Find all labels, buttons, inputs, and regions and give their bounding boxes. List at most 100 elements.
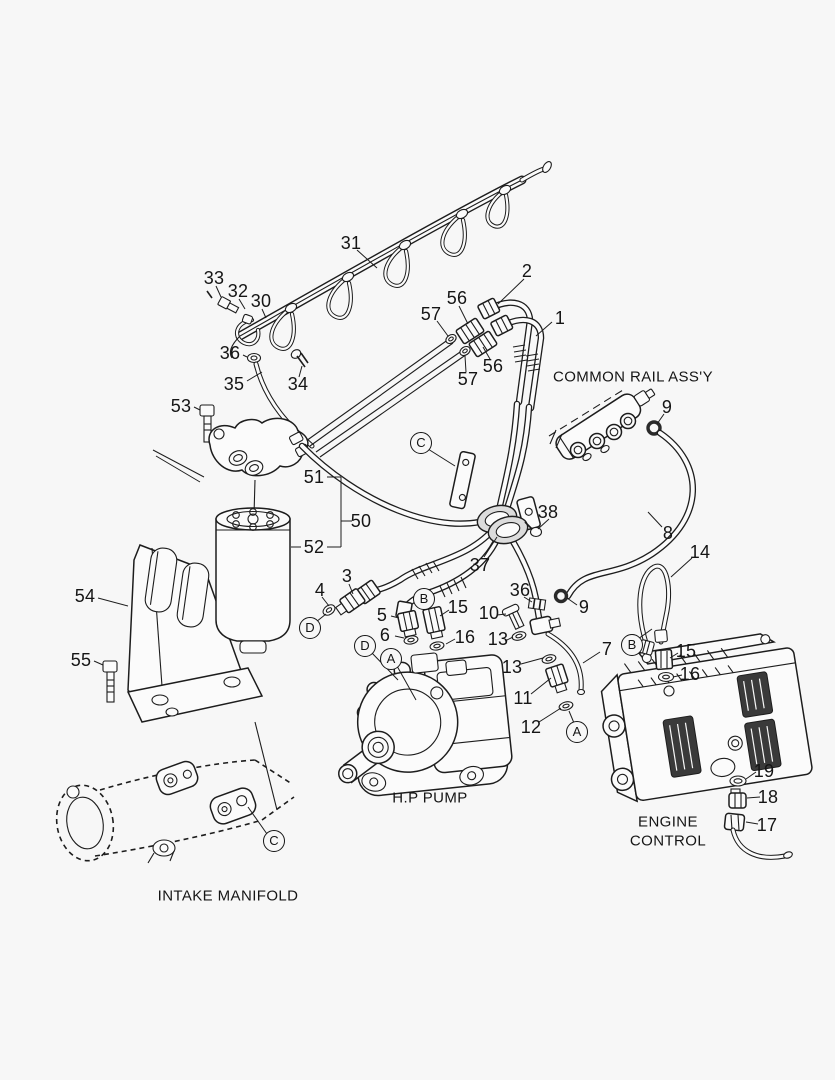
manifold-pad-1 (155, 760, 199, 796)
washer-13a (511, 631, 527, 641)
section-label-control: CONTROL (629, 832, 707, 850)
part-label-13: 13 (501, 657, 523, 677)
rail-ports (569, 412, 637, 462)
hp-pump (338, 652, 513, 797)
engine-control-unit (600, 633, 813, 803)
ref-circle-b: B (413, 588, 435, 610)
part-label-35: 35 (223, 374, 245, 394)
part-label-12: 12 (520, 717, 542, 737)
part-label-6: 6 (379, 625, 391, 645)
nut-18 (728, 788, 747, 809)
part-label-31: 31 (340, 233, 362, 253)
braid-sections (411, 560, 467, 598)
part-label-7: 7 (601, 639, 613, 659)
pump-fittings (322, 579, 446, 651)
part-label-13: 13 (487, 629, 509, 649)
part-label-5: 5 (376, 605, 388, 625)
rib-nut-1 (512, 344, 528, 363)
part-label-9: 9 (578, 597, 590, 617)
part-label-11: 11 (513, 688, 533, 708)
return-tee-assembly (501, 588, 586, 711)
part-label-55: 55 (70, 650, 92, 670)
ref-circle-c: C (263, 830, 285, 852)
part-label-18: 18 (757, 787, 779, 807)
washer-19 (729, 775, 747, 787)
washer-4 (322, 604, 336, 616)
washer-57-a (445, 333, 457, 345)
fitting-11 (545, 663, 569, 694)
part-label-57: 57 (420, 304, 442, 324)
clamp-9-rail (646, 420, 662, 436)
ref-circle-b: B (621, 634, 643, 656)
part-label-38: 38 (537, 502, 559, 522)
part-label-1: 1 (554, 308, 566, 328)
part-label-54: 54 (74, 586, 96, 606)
filter-head-51 (208, 417, 310, 516)
part-label-34: 34 (287, 374, 309, 394)
washer-12 (558, 701, 574, 711)
part-label-15: 15 (675, 641, 697, 661)
washer-6 (403, 635, 419, 645)
part-label-36: 36 (219, 343, 241, 363)
fuel-filter-assembly (102, 404, 310, 723)
bolt-53 (199, 404, 215, 443)
section-label-intake-manifold: INTAKE MANIFOLD (157, 887, 299, 905)
part-label-17: 17 (756, 815, 778, 835)
fitting-5 (396, 609, 420, 638)
ecu-hoses (637, 563, 793, 860)
hose-8 (564, 429, 696, 600)
part-label-14: 14 (689, 542, 711, 562)
ref-circle-a: A (566, 721, 588, 743)
washer-16b (657, 671, 675, 683)
part-label-56: 56 (446, 288, 468, 308)
part-label-30: 30 (250, 291, 272, 311)
filter-bracket-54 (126, 544, 264, 723)
part-label-8: 8 (662, 523, 674, 543)
part-label-51: 51 (303, 467, 325, 487)
fitting-3 (335, 588, 366, 616)
part-label-16: 16 (679, 664, 701, 684)
common-rail (548, 388, 662, 462)
nipple-56-b (468, 330, 498, 358)
section-label-h-p-pump: H.P PUMP (392, 789, 468, 807)
clamp-37 (476, 504, 543, 545)
leader-lines (93, 249, 761, 835)
banjo-bolt-10 (501, 603, 525, 631)
filter-cartridge-52 (215, 507, 291, 654)
part-label-53: 53 (170, 396, 192, 416)
section-label-common-rail-ass-y: COMMON RAIL ASS'Y (553, 368, 713, 386)
part-label-4: 4 (314, 580, 326, 600)
bolt-55 (102, 660, 118, 703)
part-label-36: 36 (509, 580, 531, 600)
washer-13b (541, 654, 557, 664)
part-label-52: 52 (303, 537, 325, 557)
high-pressure-elbow-fittings (445, 297, 545, 412)
part-label-50: 50 (350, 511, 372, 531)
nipple-56-a (455, 317, 485, 345)
part-label-37: 37 (469, 555, 491, 575)
part-label-2: 2 (521, 261, 533, 281)
ref-circle-c: C (410, 432, 432, 454)
part-label-32: 32 (227, 281, 249, 301)
part-label-15: 15 (447, 597, 469, 617)
manifold-boss (147, 839, 176, 864)
part-label-3: 3 (341, 566, 353, 586)
clamp-9-tee (553, 588, 569, 604)
part-label-57: 57 (457, 369, 479, 389)
ref-circle-a: A (380, 648, 402, 670)
ref-circle-d: D (299, 617, 321, 639)
ref-circle-d: D (354, 635, 376, 657)
intake-manifold (55, 721, 295, 864)
supply-pipes (305, 338, 468, 458)
washer-16a (429, 641, 445, 651)
rib-nut-2 (525, 353, 541, 372)
bolt-38 (524, 521, 543, 538)
part-label-9: 9 (661, 397, 673, 417)
manifold-pad-2 (209, 787, 257, 825)
section-label-engine: ENGINE (638, 813, 698, 831)
part-label-10: 10 (478, 603, 500, 623)
part-label-56: 56 (482, 356, 504, 376)
part-label-19: 19 (753, 761, 775, 781)
fitting-15a (422, 606, 446, 640)
